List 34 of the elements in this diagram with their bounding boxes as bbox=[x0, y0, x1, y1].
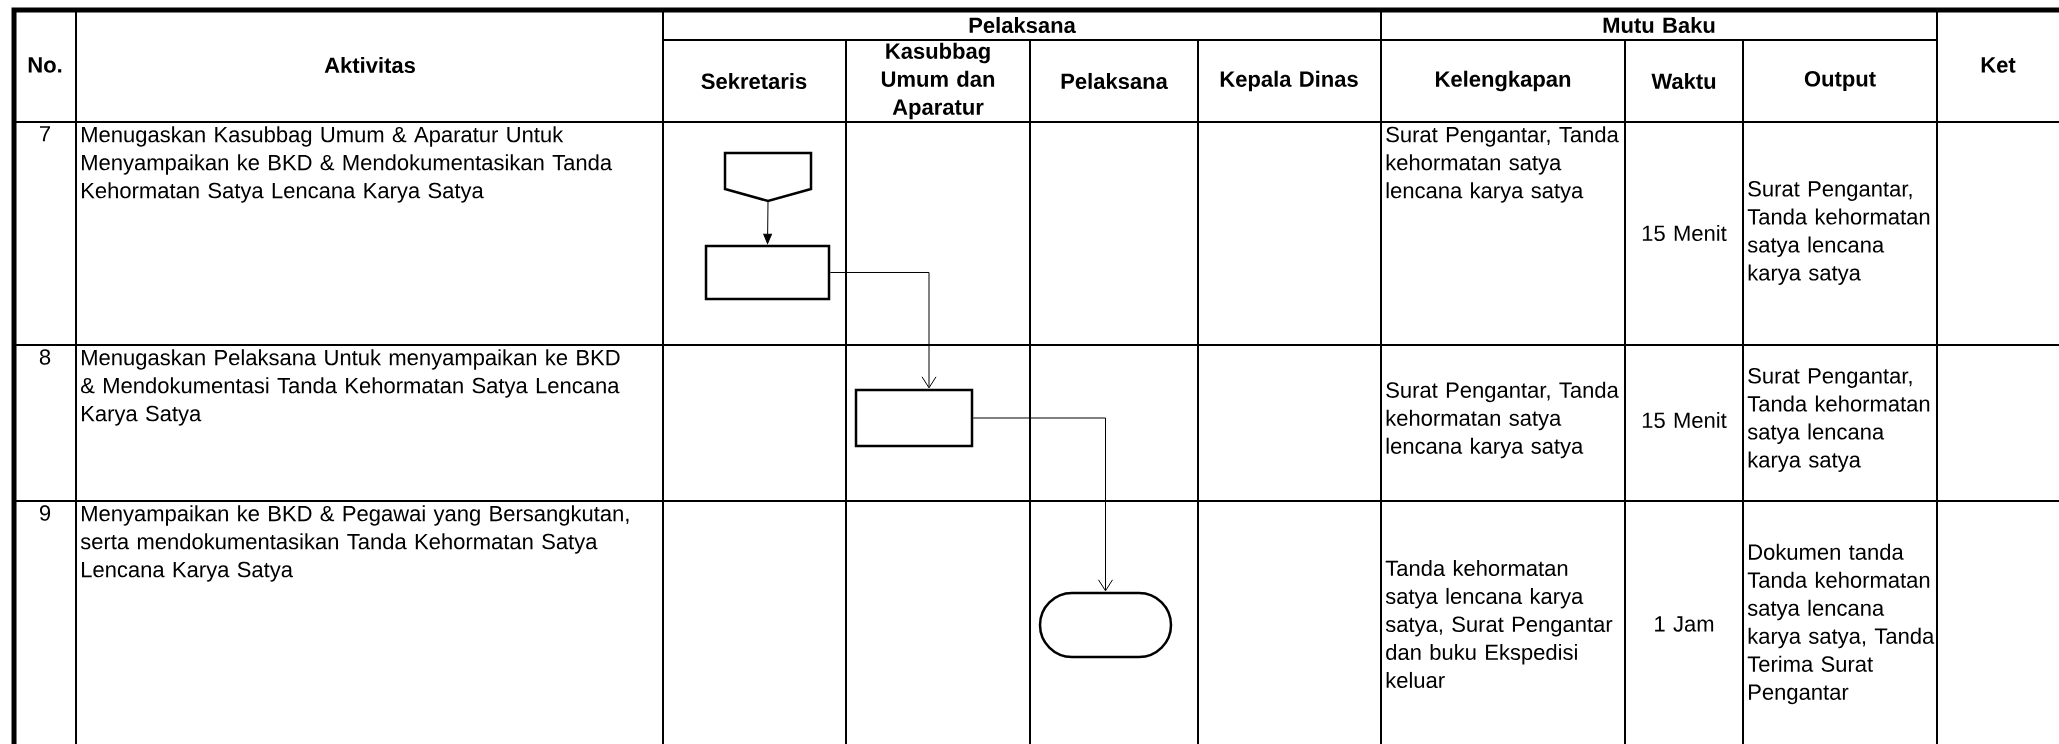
column-header: Output bbox=[1804, 71, 1876, 91]
column-header: Mutu Baku bbox=[1603, 16, 1715, 34]
cell-text: Dokumen tanda Tanda kehormatan satya lencana karya satya, Tanda Terima Surat Pengantar bbox=[1747, 543, 1935, 705]
activity-text: Menugaskan Pelaksana Untuk menyampaikan ke BKD & Mendokumentasi Tanda Kehormatan Satya Lencana Karya Satya bbox=[81, 349, 620, 426]
column-header: Ket bbox=[1981, 57, 2016, 73]
cell-text: Surat Pengantar, Tanda kehormatan satya lencana karya satya bbox=[1747, 181, 1930, 285]
arrow bbox=[972, 417, 1113, 592]
activity-text: Menyampaikan ke BKD & Pegawai yang Bersangkutan, serta mendokumentasikan Tanda Kehormatan Satya Lencana Karya Satya bbox=[80, 505, 629, 582]
row-number: 7 bbox=[40, 126, 50, 142]
cell-text: Surat Pengantar, Tanda kehormatan satya lencana karya satya bbox=[1747, 368, 1930, 472]
column-header: Sekretaris bbox=[701, 72, 807, 90]
cell-text: Surat Pengantar, Tanda kehormatan satya lencana karya satya bbox=[1386, 381, 1619, 459]
column-header: Pelaksana bbox=[969, 16, 1076, 34]
column-header: Kepala Dinas bbox=[1220, 70, 1358, 92]
row-number: 9 bbox=[39, 505, 51, 521]
column-header: No. bbox=[28, 57, 62, 73]
process-box bbox=[854, 388, 974, 448]
column-header: Kelengkapan bbox=[1436, 70, 1571, 92]
process-box bbox=[704, 244, 831, 301]
arrow bbox=[763, 200, 772, 244]
cell-text: 1 Jam bbox=[1655, 616, 1714, 632]
terminator-symbol bbox=[1038, 591, 1173, 659]
column-header: Waktu bbox=[1651, 72, 1716, 90]
cell-text: Surat Pengantar, Tanda kehormatan satya lencana karya satya bbox=[1386, 126, 1619, 203]
offpage-connector-symbol bbox=[723, 151, 813, 203]
cell-text: 15 Menit bbox=[1642, 411, 1727, 429]
column-header: Kasubbag Umum dan Aparatur bbox=[881, 42, 995, 120]
cell-text: 15 Menit bbox=[1642, 224, 1727, 242]
activity-text: Menugaskan Kasubbag Umum & Aparatur Untuk Menyampaikan ke BKD & Mendokumentasikan Tanda Kehormatan Satya Lencana Karya Satya bbox=[82, 126, 613, 203]
arrow bbox=[829, 272, 937, 389]
row-number: 8 bbox=[39, 349, 51, 365]
column-header: Aktivitas bbox=[324, 56, 415, 74]
cell-text: Tanda kehormatan satya lencana karya satya, Surat Pengantar dan buku Ekspedisi keluar bbox=[1385, 559, 1613, 689]
column-header: Pelaksana bbox=[1061, 72, 1168, 90]
